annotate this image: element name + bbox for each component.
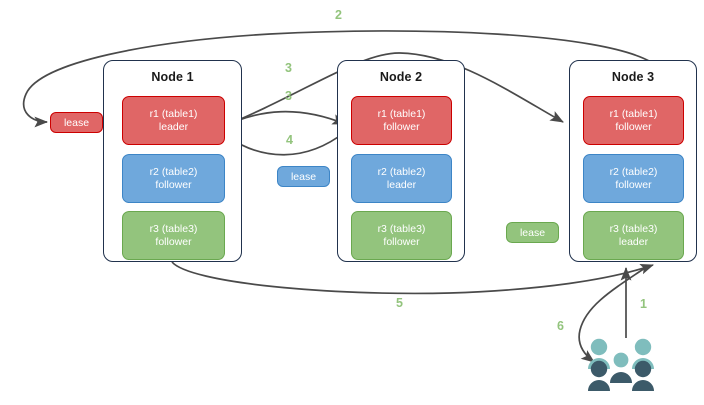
step-label-2: 2 — [335, 8, 342, 22]
replica-name: r2 (table2) — [149, 165, 198, 178]
replica-role: follower — [615, 120, 652, 133]
node-container-node3: Node 3 r1 (table1) follower r2 (table2) … — [569, 60, 697, 262]
edge-step-6 — [578, 267, 646, 363]
replica-name: r3 (table3) — [149, 222, 198, 235]
node-container-node1: Node 1 r1 (table1) leader r2 (table2) fo… — [103, 60, 242, 262]
node-container-node2: Node 2 r1 (table1) follower r2 (table2) … — [337, 60, 465, 262]
replica-name: r3 (table3) — [377, 222, 426, 235]
replica-chip-r3[interactable]: r3 (table3) follower — [351, 211, 452, 260]
replica-role: follower — [615, 178, 652, 191]
node-title: Node 1 — [151, 70, 194, 84]
replica-name: r3 (table3) — [609, 222, 658, 235]
step-label-3-short: 3 — [285, 89, 292, 103]
replica-chip-r3[interactable]: r3 (table3) leader — [583, 211, 684, 260]
replica-role: follower — [155, 235, 192, 248]
node-title: Node 3 — [611, 70, 655, 84]
replica-name: r2 (table2) — [377, 165, 426, 178]
replica-chip-r2[interactable]: r2 (table2) leader — [351, 154, 452, 203]
replica-name: r1 (table1) — [609, 107, 658, 120]
replica-role: leader — [386, 178, 417, 191]
replica-chip-r3[interactable]: r3 (table3) follower — [122, 211, 225, 260]
step-label-4: 4 — [286, 133, 293, 147]
node-title: Node 2 — [379, 70, 423, 84]
replica-chip-r1[interactable]: r1 (table1) leader — [122, 96, 225, 145]
edge-step-5 — [171, 261, 654, 295]
lease-chip-r3[interactable]: lease — [506, 222, 559, 243]
replica-role: leader — [618, 235, 649, 248]
replica-role: leader — [158, 120, 189, 133]
replica-role: follower — [383, 235, 420, 248]
lease-chip-r1[interactable]: lease — [50, 112, 103, 133]
replica-role: follower — [155, 178, 192, 191]
lease-chip-r2[interactable]: lease — [277, 166, 330, 187]
step-label-1: 1 — [640, 297, 647, 311]
step-label-6: 6 — [557, 319, 564, 333]
users-group-icon — [588, 338, 654, 391]
replica-chip-r2[interactable]: r2 (table2) follower — [583, 154, 684, 203]
replica-name: r2 (table2) — [609, 165, 658, 178]
replica-role: follower — [383, 120, 420, 133]
replica-chip-r2[interactable]: r2 (table2) follower — [122, 154, 225, 203]
replica-name: r1 (table1) — [149, 107, 198, 120]
replica-chip-r1[interactable]: r1 (table1) follower — [583, 96, 684, 145]
replica-name: r1 (table1) — [377, 107, 426, 120]
replica-chip-r1[interactable]: r1 (table1) follower — [351, 96, 452, 145]
step-label-5: 5 — [396, 296, 403, 310]
step-label-3-long: 3 — [285, 61, 292, 75]
